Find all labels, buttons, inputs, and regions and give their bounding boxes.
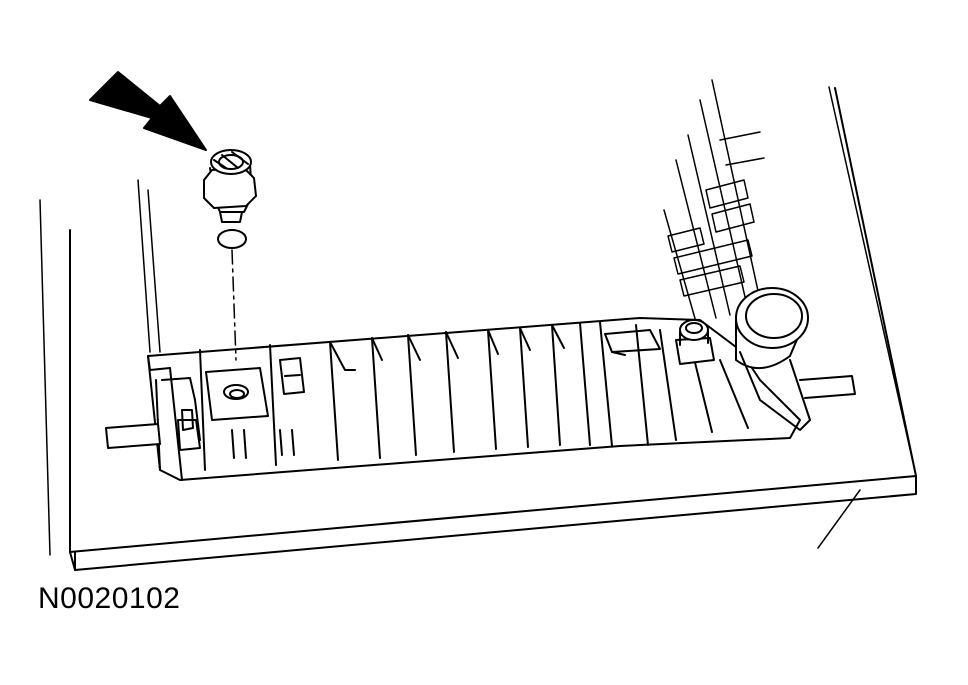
left-mount-pin bbox=[105, 377, 201, 451]
tank-small-fitting bbox=[675, 319, 715, 365]
right-side-tube bbox=[799, 375, 856, 399]
radiator-tank bbox=[147, 317, 801, 481]
arrow-icon bbox=[89, 71, 207, 151]
filler-neck bbox=[735, 287, 811, 431]
o-ring-icon bbox=[217, 229, 247, 249]
hex-fitting-icon bbox=[203, 149, 257, 223]
radiator-fins bbox=[663, 79, 765, 323]
radiator-panel bbox=[39, 86, 917, 571]
fitting-boss bbox=[205, 367, 269, 421]
assembly-centerline bbox=[231, 249, 237, 361]
figure-id-label: N0020102 bbox=[38, 582, 181, 615]
